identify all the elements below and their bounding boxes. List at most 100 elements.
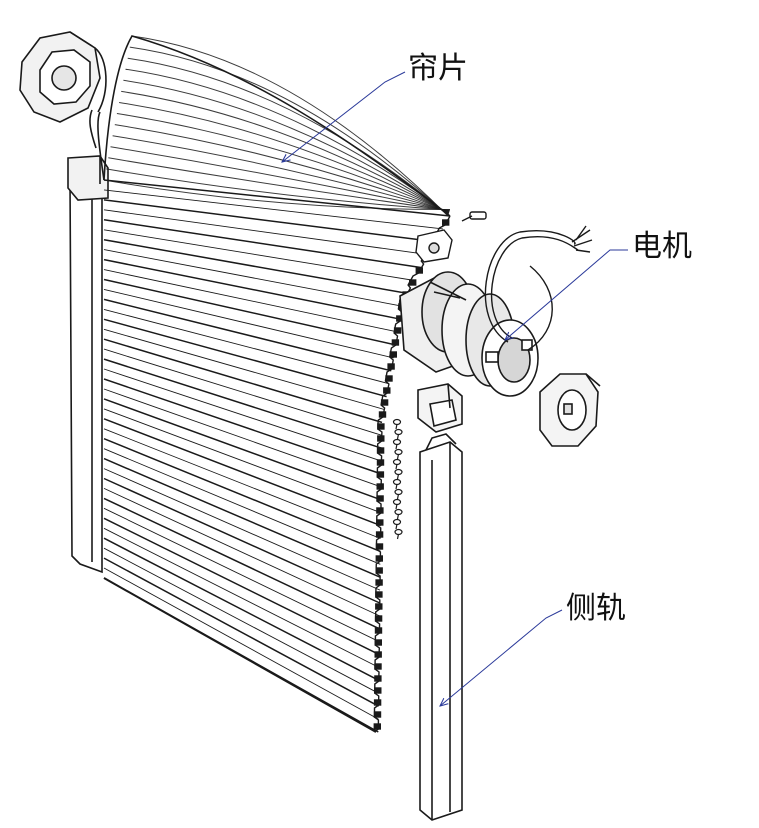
screw-icon: [394, 528, 403, 540]
slat-line: [103, 457, 381, 578]
screw-icon: [394, 448, 403, 460]
slat-line: [103, 567, 379, 720]
edge-knuckle: [409, 279, 417, 286]
edge-knuckle: [374, 651, 382, 658]
side-rail-leader: [440, 609, 563, 706]
slat-line: [103, 238, 408, 295]
edge-knuckle: [415, 267, 423, 274]
slat-line: [103, 557, 379, 707]
slat-line: [103, 298, 392, 372]
screw-icon: [394, 468, 403, 480]
slat-line: [103, 318, 387, 398]
slat-line: [103, 487, 380, 617]
leader-lines: [282, 71, 628, 706]
roll-slat-line: [123, 79, 449, 215]
screw-icon: [392, 458, 402, 470]
slat-line: [103, 229, 415, 281]
side-rail-label: 侧轨: [566, 591, 626, 626]
edge-knuckle: [374, 627, 383, 634]
slat-line: [103, 448, 381, 565]
edge-knuckle: [376, 519, 384, 526]
slat-line: [103, 388, 382, 488]
screw-icon: [392, 518, 402, 530]
edge-knuckle: [377, 423, 385, 430]
screw-icon: [394, 488, 403, 500]
roll-slat-line: [103, 179, 451, 211]
right-side-rail: [419, 433, 463, 821]
edge-knuckle: [374, 675, 382, 682]
screw-icon: [392, 498, 402, 510]
edge-knuckle: [442, 219, 450, 226]
edge-knuckle: [376, 495, 384, 502]
screw-icon: [392, 478, 402, 490]
roll-slat-line: [110, 146, 450, 212]
pin-icon: [461, 211, 487, 222]
edge-knuckle: [376, 447, 385, 454]
edge-knuckle: [374, 663, 382, 670]
motor-leader: [505, 249, 628, 340]
slat-line: [103, 288, 394, 359]
slat-line: [103, 258, 401, 320]
curtain-bottom-edge: [103, 577, 377, 733]
slat-line: [103, 477, 381, 604]
roll-slat-line: [125, 68, 449, 215]
curtain-roll-top: [89, 35, 451, 217]
screw-icon: [394, 428, 403, 440]
left-side-rail: [67, 155, 109, 574]
edge-knuckle: [373, 711, 382, 718]
slat-line: [103, 378, 382, 475]
slat-line: [103, 338, 383, 424]
end-ring-icon: [539, 373, 601, 447]
curtain-leader: [282, 71, 406, 162]
slat-line: [103, 269, 399, 333]
slat-line: [103, 428, 381, 539]
edge-knuckle: [375, 579, 383, 586]
curtain-right-edge: [373, 215, 451, 733]
slat-line: [103, 328, 385, 410]
edge-knuckle: [376, 471, 385, 478]
edge-knuckle: [393, 327, 402, 334]
slat-line: [103, 547, 379, 694]
slat-line: [103, 249, 403, 307]
slat-line: [103, 418, 381, 527]
edge-knuckle: [375, 567, 383, 574]
slat-line: [103, 358, 382, 449]
roll-slat-line: [116, 113, 450, 213]
edge-knuckle: [374, 615, 383, 622]
slat-line: [103, 308, 390, 385]
slat-line: [103, 278, 397, 346]
roll-slat-line: [119, 102, 450, 214]
edge-knuckle: [375, 531, 384, 538]
roll-slat-line: [121, 90, 450, 214]
slat-line: [103, 348, 382, 436]
screw-icon: [392, 418, 402, 430]
left-end-cap-icon: [19, 31, 107, 123]
slat-line: [103, 368, 382, 462]
slat-line: [103, 199, 436, 243]
motor-icon: [399, 271, 539, 397]
slat-line: [103, 408, 382, 514]
slat-line: [103, 527, 380, 668]
slat-line: [103, 398, 382, 501]
edge-knuckle: [380, 399, 389, 406]
slat-line: [103, 497, 380, 630]
edge-knuckle: [387, 363, 395, 370]
slat-line: [103, 179, 451, 217]
edge-knuckle: [385, 375, 393, 382]
slat-line: [103, 438, 381, 553]
cable-icon: [484, 225, 593, 351]
curtain-label: 帘片: [408, 51, 468, 86]
curtain-slats: [103, 35, 451, 733]
edge-knuckle: [374, 639, 382, 646]
slat-line: [103, 517, 380, 656]
edge-knuckle: [383, 387, 391, 394]
roll-slat-line: [129, 46, 449, 216]
edge-knuckle: [376, 507, 384, 514]
edge-knuckle: [376, 459, 385, 466]
edge-knuckle: [375, 543, 384, 550]
bracket-icon: [415, 229, 453, 263]
screw-icon: [394, 508, 403, 520]
edge-knuckle: [374, 687, 382, 694]
